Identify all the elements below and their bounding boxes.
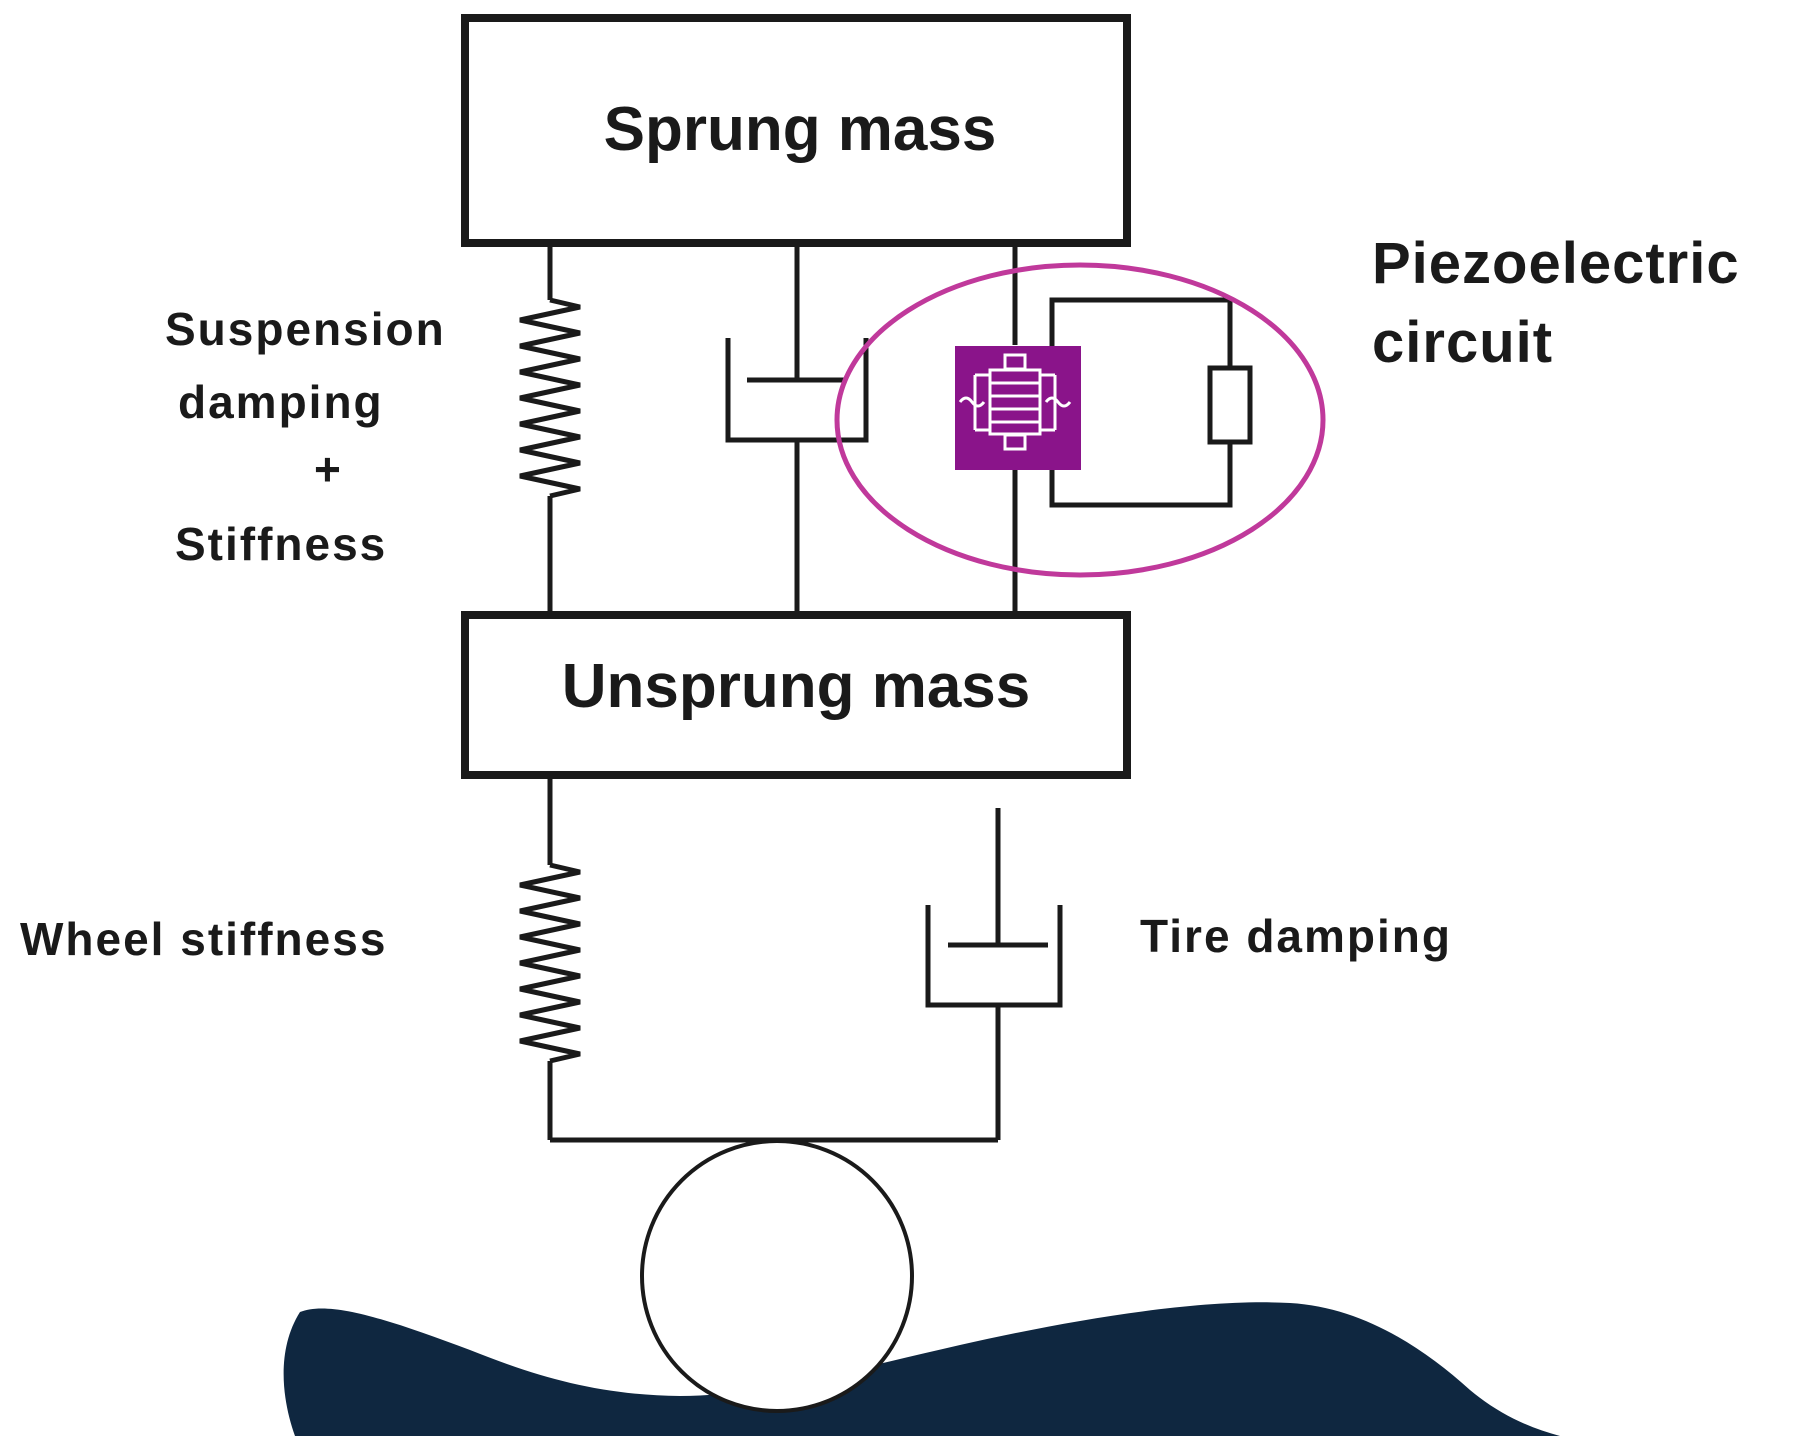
wheel-stiffness-label: Wheel stiffness xyxy=(20,913,387,965)
suspension-spring xyxy=(519,243,581,615)
suspension-label-line3: + xyxy=(314,443,343,495)
sprung-mass-label: Sprung mass xyxy=(604,95,997,164)
piezo-highlight-ellipse xyxy=(834,262,1326,578)
resistor-symbol xyxy=(1207,365,1253,445)
sprung-mass-box xyxy=(461,14,1131,247)
suspension-label-line2: damping xyxy=(178,376,384,428)
unsprung-mass-box xyxy=(461,611,1131,779)
wheel xyxy=(640,1139,914,1413)
piezo-label-line2: circuit xyxy=(1372,310,1553,375)
road-surface xyxy=(283,1302,1561,1436)
wheel-spring xyxy=(519,775,581,1140)
tire-damping-label: Tire damping xyxy=(1140,910,1452,962)
unsprung-mass-label: Unsprung mass xyxy=(562,652,1031,721)
tire-damper xyxy=(925,808,1063,1140)
piezo-circuit-loop xyxy=(1049,297,1233,508)
piezo-element xyxy=(955,346,1081,470)
suspension-label-line1: Suspension xyxy=(165,303,446,355)
suspension-damper xyxy=(725,243,869,615)
suspension-label-line4: Stiffness xyxy=(175,518,387,570)
piezo-label-line1: Piezoelectric xyxy=(1372,231,1740,296)
